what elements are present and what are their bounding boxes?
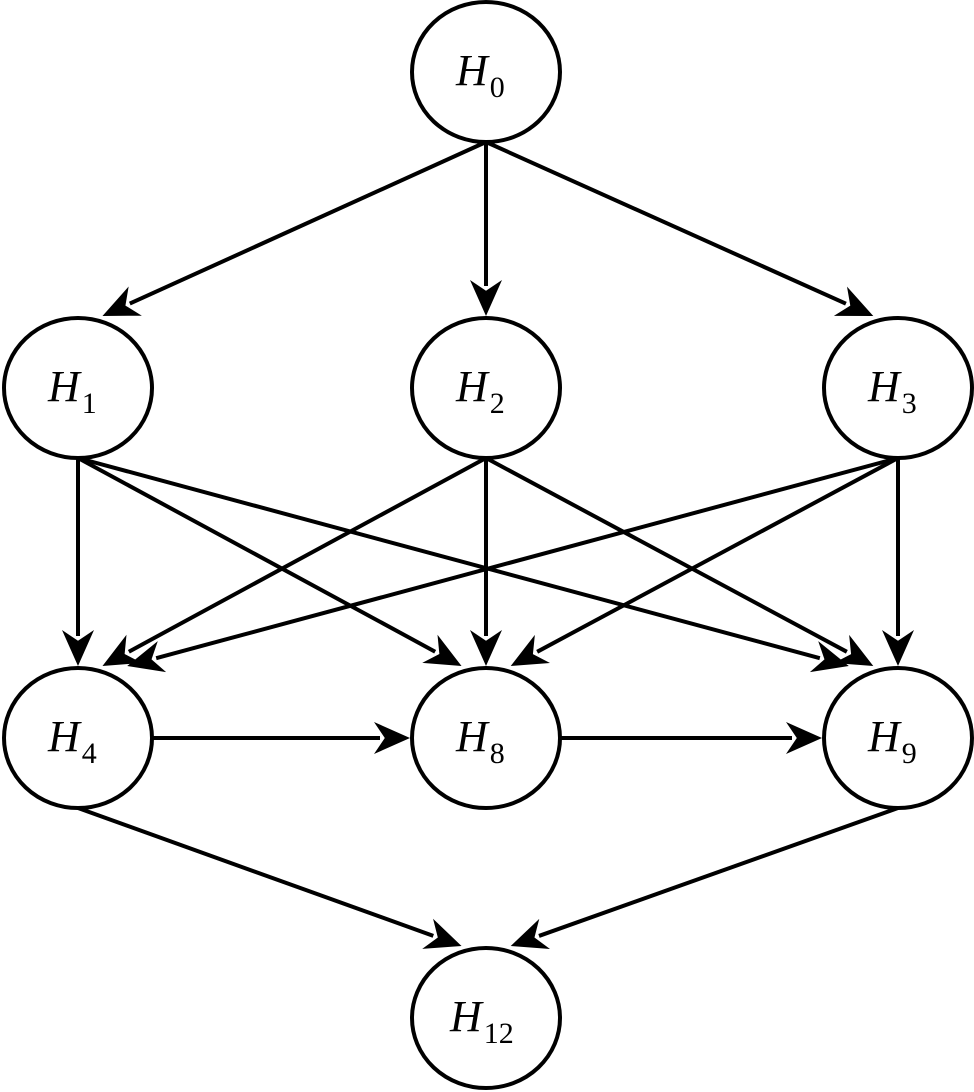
edge-line xyxy=(127,456,487,654)
edge-line xyxy=(536,456,899,654)
node-label: H3 xyxy=(867,362,917,420)
node-letter: H xyxy=(47,362,82,411)
edge-H0-H2 xyxy=(470,142,502,316)
arrow-head-icon xyxy=(882,630,914,666)
node-subscript: 1 xyxy=(82,387,97,420)
node-circle xyxy=(822,316,974,460)
edge-H0-H3 xyxy=(485,140,874,316)
edges xyxy=(62,140,914,949)
arrow-head-icon xyxy=(470,630,502,666)
node-h1: H1 xyxy=(2,316,154,460)
edge-line xyxy=(77,456,821,661)
edge-H1-H4 xyxy=(62,458,94,666)
node-letter: H xyxy=(867,362,902,411)
node-h3: H3 xyxy=(822,316,974,460)
edge-line xyxy=(538,806,899,938)
arrow-head-icon xyxy=(422,918,462,949)
node-label: H12 xyxy=(449,992,514,1050)
arrow-head-icon xyxy=(62,630,94,666)
arrow-head-icon xyxy=(833,286,874,316)
node-subscript: 9 xyxy=(902,737,917,770)
node-circle xyxy=(2,666,154,810)
node-letter: H xyxy=(449,992,484,1041)
edge-H0-H1 xyxy=(102,140,487,316)
node-letter: H xyxy=(455,712,490,761)
edge-line xyxy=(77,456,437,654)
node-h4: H4 xyxy=(2,666,154,810)
arrow-head-icon xyxy=(127,641,167,673)
node-circle xyxy=(410,946,562,1090)
edge-line xyxy=(128,140,487,306)
node-subscript: 2 xyxy=(490,387,505,420)
node-label: H0 xyxy=(455,46,505,104)
node-h12: H12 xyxy=(410,946,562,1090)
arrow-head-icon xyxy=(809,641,849,673)
edge-line xyxy=(485,140,847,306)
edge-H3-H8 xyxy=(510,456,899,666)
edge-line xyxy=(77,806,434,938)
edge-H3-H4 xyxy=(127,456,899,673)
node-h8: H8 xyxy=(410,666,562,810)
node-subscript: 3 xyxy=(902,387,917,420)
node-circle xyxy=(410,316,562,460)
node-label: H8 xyxy=(455,712,505,770)
arrow-head-icon xyxy=(470,280,502,316)
node-circle xyxy=(822,666,974,810)
node-letter: H xyxy=(455,362,490,411)
node-circle xyxy=(410,0,562,144)
edge-H8-H9 xyxy=(560,722,822,754)
node-label: H1 xyxy=(47,362,97,420)
arrow-head-icon xyxy=(422,634,462,666)
edge-H2-H8 xyxy=(470,458,502,666)
arrow-head-icon xyxy=(510,634,551,666)
node-subscript: 12 xyxy=(484,1017,514,1050)
node-label: H9 xyxy=(867,712,917,770)
node-letter: H xyxy=(47,712,82,761)
arrow-head-icon xyxy=(374,722,410,754)
node-h9: H9 xyxy=(822,666,974,810)
edge-H4-H12 xyxy=(77,806,462,949)
edge-H1-H9 xyxy=(77,456,849,673)
edge-H3-H9 xyxy=(882,458,914,666)
edge-H2-H9 xyxy=(485,456,874,666)
node-circle xyxy=(410,666,562,810)
node-circle xyxy=(2,316,154,460)
node-subscript: 4 xyxy=(82,737,97,770)
node-subscript: 8 xyxy=(490,737,505,770)
node-subscript: 0 xyxy=(490,71,505,104)
edge-H1-H8 xyxy=(77,456,462,666)
node-h0: H0 xyxy=(410,0,562,144)
node-letter: H xyxy=(455,46,490,95)
edge-H9-H12 xyxy=(510,806,899,949)
node-label: H2 xyxy=(455,362,505,420)
edge-H2-H4 xyxy=(102,456,487,666)
arrow-head-icon xyxy=(102,634,142,666)
arrow-head-icon xyxy=(510,918,551,949)
node-h2: H2 xyxy=(410,316,562,460)
edge-H4-H8 xyxy=(152,722,410,754)
edge-line xyxy=(485,456,848,654)
arrow-head-icon xyxy=(102,286,142,316)
edge-line xyxy=(155,456,899,661)
arrow-head-icon xyxy=(833,634,874,666)
arrow-head-icon xyxy=(786,722,822,754)
node-letter: H xyxy=(867,712,902,761)
node-label: H4 xyxy=(47,712,97,770)
